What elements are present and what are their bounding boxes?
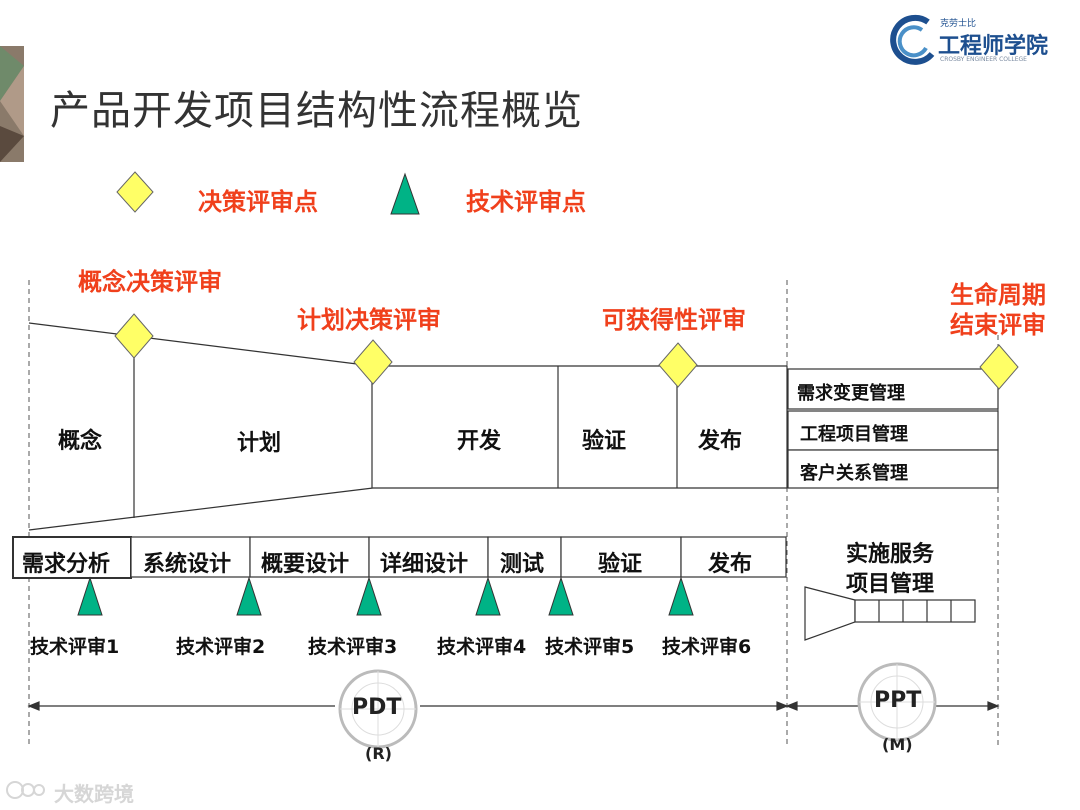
availability-review-label: 可获得性评审 — [602, 306, 746, 334]
tech-triangles — [77, 576, 694, 616]
tech-triangle-1-icon — [77, 576, 103, 616]
tech-triangle-5-icon — [548, 576, 574, 616]
ppt-label: PPT — [874, 688, 922, 713]
legend-decision-label: 决策评审点 — [198, 188, 318, 216]
watermark-logo-icon — [6, 781, 45, 799]
subphase-release: 发布 — [708, 552, 753, 577]
tech-triangle-4-icon — [475, 576, 501, 616]
logo-swirl-icon — [890, 14, 935, 65]
eol-review-label-line1: 生命周期 — [950, 281, 1046, 309]
availability-decision-diamond-icon — [658, 342, 698, 388]
phase-verify: 验证 — [582, 429, 627, 454]
ppt-arrow — [785, 701, 1000, 711]
phase-concept: 概念 — [58, 429, 103, 454]
logo-top-text: 克劳士比 — [940, 19, 977, 29]
pdt-circle-icon — [338, 669, 418, 749]
tech-review-4-label: 技术评审4 — [437, 636, 527, 658]
subphase-detail-design: 详细设计 — [380, 552, 469, 577]
tech-review-5-label: 技术评审5 — [545, 636, 635, 658]
phase-plan: 计划 — [237, 431, 282, 456]
legend-tech-triangle-icon — [390, 172, 420, 215]
mgmt-customer-relation: 客户关系管理 — [800, 463, 908, 484]
legend-technical-label: 技术评审点 — [466, 188, 586, 216]
subphase-test: 测试 — [500, 552, 545, 577]
tech-review-2-label: 技术评审2 — [176, 636, 266, 658]
management-boxes — [787, 368, 999, 489]
watermark: 大数跨境 — [6, 776, 146, 806]
ppt-circle-icon — [857, 662, 937, 742]
ppt-sub-label: (M) — [882, 735, 913, 754]
corner-decoration — [0, 46, 24, 162]
eol-review-label-line2: 结束评审 — [950, 311, 1046, 339]
plan-decision-diamond-icon — [353, 339, 393, 385]
tech-triangle-2-icon — [236, 576, 262, 616]
mgmt-engineering-project: 工程项目管理 — [800, 424, 908, 445]
tech-review-6-label: 技术评审6 — [662, 636, 752, 658]
tech-review-1-label: 技术评审1 — [30, 636, 120, 658]
pdt-arrow — [27, 701, 789, 711]
legend-decision-diamond-icon — [116, 171, 154, 213]
service-funnel — [804, 586, 976, 641]
concept-decision-label: 概念决策评审 — [78, 268, 222, 296]
eol-decision-diamond-icon — [979, 344, 1019, 390]
pdt-label: PDT — [352, 695, 402, 720]
service-label-line1: 实施服务 — [846, 542, 935, 567]
watermark-text: 大数跨境 — [54, 782, 134, 806]
tech-triangle-6-icon — [668, 576, 694, 616]
logo-sub-text: CROSBY ENGINEER COLLEGE — [940, 56, 1027, 63]
plan-decision-label: 计划决策评审 — [297, 306, 441, 334]
page-title: 产品开发项目结构性流程概览 — [50, 88, 583, 134]
pdt-sub-label: (R) — [365, 744, 392, 763]
mgmt-requirement-change: 需求变更管理 — [797, 383, 905, 404]
subphase-boxes — [12, 536, 787, 579]
service-label-line2: 项目管理 — [846, 572, 935, 597]
phase-develop: 开发 — [457, 429, 502, 454]
phase-release: 发布 — [698, 429, 743, 454]
concept-decision-diamond-icon — [114, 313, 154, 359]
subphase-outline-design: 概要设计 — [261, 552, 350, 577]
subphase-system-design: 系统设计 — [143, 552, 232, 577]
subphase-verify: 验证 — [598, 552, 643, 577]
subphase-requirements: 需求分析 — [22, 552, 111, 577]
tech-review-3-label: 技术评审3 — [308, 636, 398, 658]
logo: 克劳士比 工程师学院 CROSBY ENGINEER COLLEGE — [888, 14, 1048, 74]
logo-main-text: 工程师学院 — [938, 34, 1049, 59]
tech-triangle-3-icon — [356, 576, 382, 616]
